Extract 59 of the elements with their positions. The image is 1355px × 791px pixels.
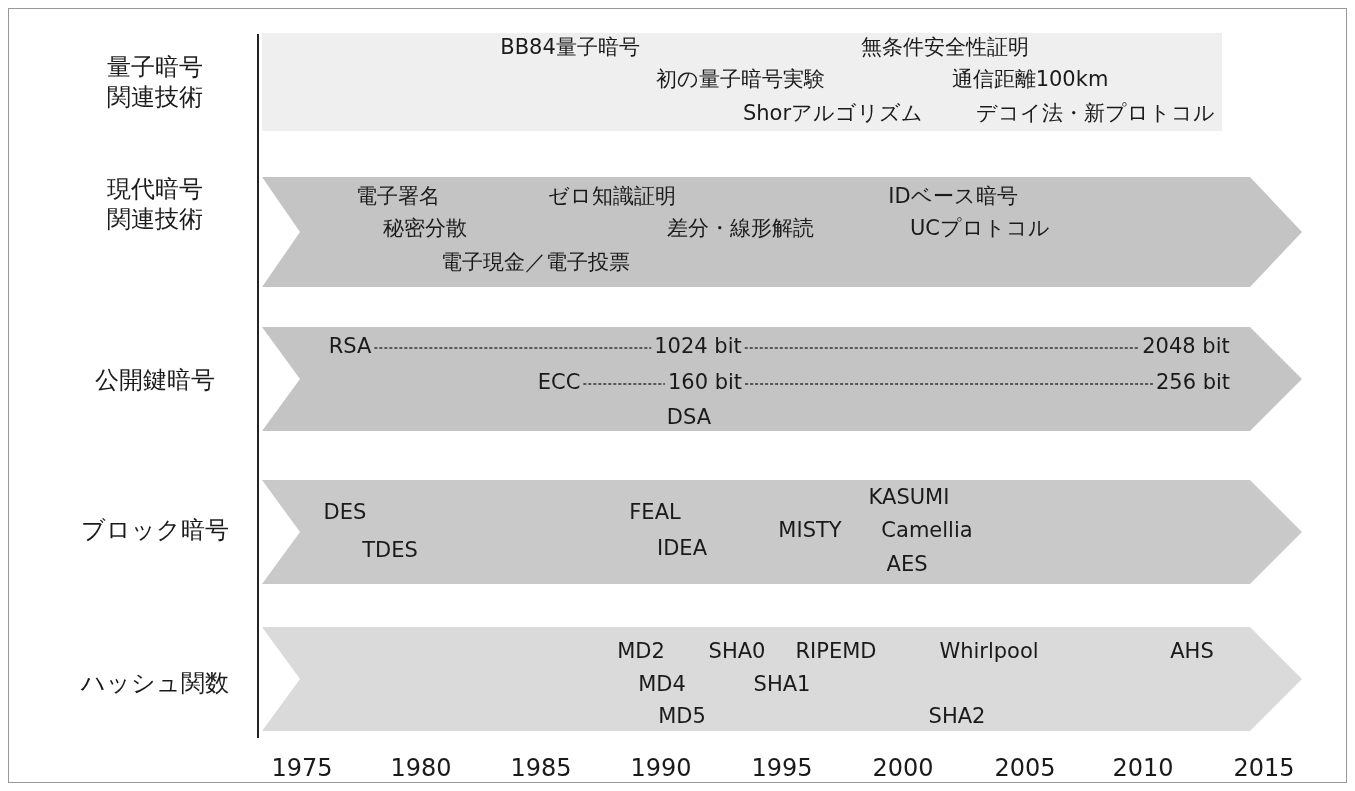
- term-text: ゼロ知識証明: [548, 184, 676, 208]
- year-label: 2005: [994, 754, 1056, 782]
- term-text: 通信距離100km: [951, 67, 1109, 91]
- term-text: AHS: [1170, 639, 1214, 663]
- term-text: BB84量子暗号: [500, 35, 640, 59]
- term-text: 無条件安全性証明: [861, 35, 1029, 59]
- row-heading: ハッシュ関数: [81, 668, 229, 698]
- term-text: Whirlpool: [939, 639, 1039, 663]
- year-label: 1985: [510, 754, 572, 782]
- year-label: 1975: [271, 754, 333, 782]
- term-text: RSA: [328, 334, 372, 358]
- term-text: Camellia: [881, 518, 973, 542]
- term-text: 差分・線形解読: [666, 216, 814, 240]
- dotted-line: [582, 383, 666, 385]
- year-label: 2015: [1233, 754, 1295, 782]
- timeline-band-arrow: [262, 177, 1302, 287]
- term-text: MD2: [617, 639, 665, 663]
- row-heading: 公開鍵暗号: [95, 365, 215, 395]
- row-heading: 量子暗号関連技術: [106, 52, 204, 112]
- term-text: UCプロトコル: [910, 216, 1050, 240]
- timeline-band-arrow: [262, 627, 1302, 731]
- term-text: 秘密分散: [383, 216, 467, 240]
- term-text: DES: [323, 500, 367, 524]
- term-text: SHA2: [928, 704, 986, 728]
- term-text: DSA: [666, 405, 712, 429]
- timeline-band-arrow: [262, 327, 1302, 431]
- term-text: IDベース暗号: [888, 184, 1018, 208]
- term-text: 初の量子暗号実験: [655, 67, 825, 91]
- term-text: Shorアルゴリズム: [742, 101, 924, 125]
- term-text: RIPEMD: [795, 639, 877, 663]
- term-text: SHA0: [708, 639, 766, 663]
- term-text: SHA1: [753, 672, 811, 696]
- row-heading: 現代暗号関連技術: [106, 174, 204, 234]
- term-text: TDES: [362, 538, 418, 562]
- term-text: IDEA: [657, 536, 707, 560]
- term-text: 電子現金／電子投票: [440, 250, 630, 274]
- timeline-band-arrow: [262, 480, 1302, 584]
- term-text: KASUMI: [868, 485, 950, 509]
- term-text: 1024 bit: [654, 334, 742, 358]
- term-text: 電子署名: [356, 184, 440, 208]
- year-label: 2010: [1112, 754, 1174, 782]
- dotted-line: [744, 347, 1140, 349]
- year-label: 1995: [751, 754, 813, 782]
- term-text: デコイ法・新プロトコル: [975, 101, 1215, 125]
- year-label: 1980: [390, 754, 452, 782]
- term-text: 256 bit: [1155, 370, 1231, 394]
- dotted-line: [373, 347, 652, 349]
- term-text: 160 bit: [667, 370, 743, 394]
- year-label: 1990: [630, 754, 692, 782]
- term-text: 2048 bit: [1142, 334, 1230, 358]
- year-label: 2000: [872, 754, 934, 782]
- term-text: AES: [886, 552, 928, 576]
- term-text: MISTY: [778, 518, 842, 542]
- term-text: MD4: [638, 672, 686, 696]
- dotted-line: [744, 383, 1154, 385]
- term-text: FEAL: [629, 500, 681, 524]
- term-text: MD5: [658, 704, 706, 728]
- term-text: ECC: [537, 370, 581, 394]
- row-heading: ブロック暗号: [81, 515, 229, 545]
